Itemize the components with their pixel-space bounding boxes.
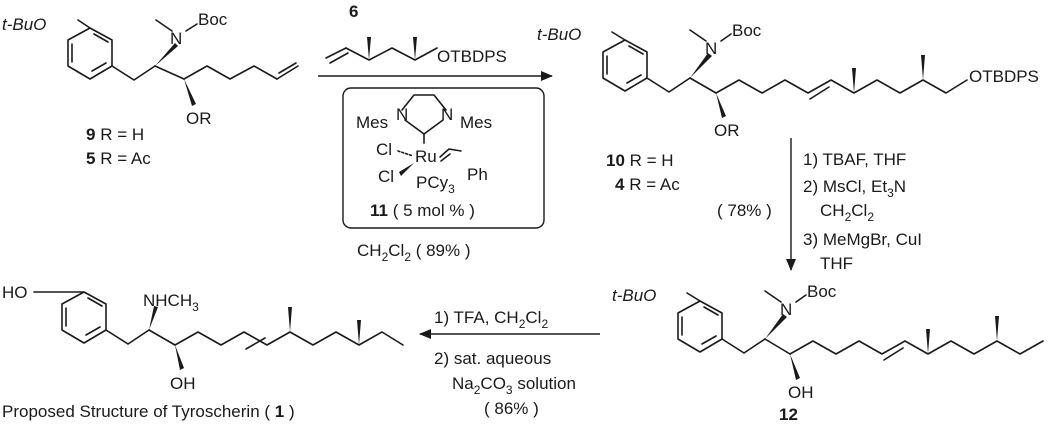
- tbuo-label: t-BuO: [612, 286, 656, 305]
- tyroscherin-caption: Proposed Structure of Tyroscherin ( 1 ): [2, 402, 295, 421]
- svg-text:2) MsCl, Et3N: 2) MsCl, Et3N: [803, 177, 906, 200]
- svg-text:Na2CO3 solution: Na2CO3 solution: [452, 374, 576, 397]
- boc-label: Boc: [198, 10, 228, 29]
- svg-text:CH2Cl2: CH2Cl2: [820, 201, 874, 224]
- svg-text:1) TBAF, THF: 1) TBAF, THF: [803, 150, 906, 169]
- tbuo-label: t-BuO: [537, 25, 581, 44]
- catalyst-label: 11 ( 5 mol % ): [370, 201, 475, 220]
- compound-1-structure: HO NHCH3 OH Proposed Structure of Tyrosc…: [2, 283, 404, 421]
- reagent-6: 6 OTBDPS: [325, 2, 507, 66]
- reagent-6-label: 6: [349, 2, 358, 21]
- label-10: 10 R = H: [606, 151, 674, 170]
- benzene-ring: [677, 300, 723, 353]
- catalyst-11: Mes N N Mes Cl Ru Cl PCy3 Ph 11 ( 5 mol …: [342, 87, 545, 229]
- svg-text:THF: THF: [820, 254, 853, 273]
- svg-text:2) sat. aqueous: 2) sat. aqueous: [434, 349, 551, 368]
- svg-text:1) TFA, CH2Cl2: 1) TFA, CH2Cl2: [434, 308, 548, 331]
- n-right: N: [441, 105, 453, 124]
- tbuo-label: t-BuO: [2, 15, 46, 34]
- otbdps-label: OTBDPS: [437, 47, 507, 66]
- oh-label: OH: [788, 383, 814, 402]
- cl-top: Cl: [376, 140, 392, 159]
- boc-label: Boc: [807, 282, 837, 301]
- benzene-ring: [67, 27, 113, 80]
- label-9: 9 R = H: [86, 125, 144, 144]
- n-label: N: [780, 300, 792, 319]
- compound-10-4-structure: t-BuO N Boc OR OTBDPS 10 R = H 4 R = Ac: [537, 21, 1039, 194]
- ho-label: HO: [2, 283, 28, 302]
- oh-label: OH: [170, 374, 196, 393]
- or-label: OR: [186, 109, 212, 128]
- label-4: 4 R = Ac: [615, 175, 680, 194]
- pcy3-label: PCy3: [416, 173, 455, 196]
- otbdps-label: OTBDPS: [969, 67, 1039, 86]
- or-label: OR: [714, 121, 740, 140]
- step1-conditions: CH2Cl2 ( 89% ): [357, 241, 471, 264]
- mes-left: Mes: [356, 113, 388, 132]
- ph-label: Ph: [467, 165, 488, 184]
- compound-12-structure: t-BuO N Boc OH 12: [612, 282, 1044, 424]
- label-12: 12: [779, 405, 798, 424]
- step2-yield: ( 78% ): [717, 201, 772, 220]
- nhch3-label: NHCH3: [143, 291, 199, 314]
- compound-9-5-structure: t-BuO N Boc OR 9 R = H 5 R = Ac: [2, 10, 299, 168]
- catalyst-box: [342, 87, 545, 229]
- n-left: N: [396, 105, 408, 124]
- svg-text:3) MeMgBr, CuI: 3) MeMgBr, CuI: [803, 230, 922, 249]
- ru-label: Ru: [415, 147, 437, 166]
- n-label: N: [705, 39, 717, 58]
- boc-label: Boc: [732, 21, 762, 40]
- step2-conditions: 1) TBAF, THF 2) MsCl, Et3N CH2Cl2 3) MeM…: [803, 150, 922, 273]
- label-5: 5 R = Ac: [86, 149, 151, 168]
- n-label: N: [170, 29, 182, 48]
- mes-right: Mes: [460, 113, 492, 132]
- step3-conditions: 1) TFA, CH2Cl2 2) sat. aqueous Na2CO3 so…: [434, 308, 576, 418]
- cl-bottom: Cl: [378, 167, 394, 186]
- benzene-ring: [61, 291, 107, 344]
- svg-text:( 86% ): ( 86% ): [484, 399, 539, 418]
- benzene-ring: [602, 39, 648, 92]
